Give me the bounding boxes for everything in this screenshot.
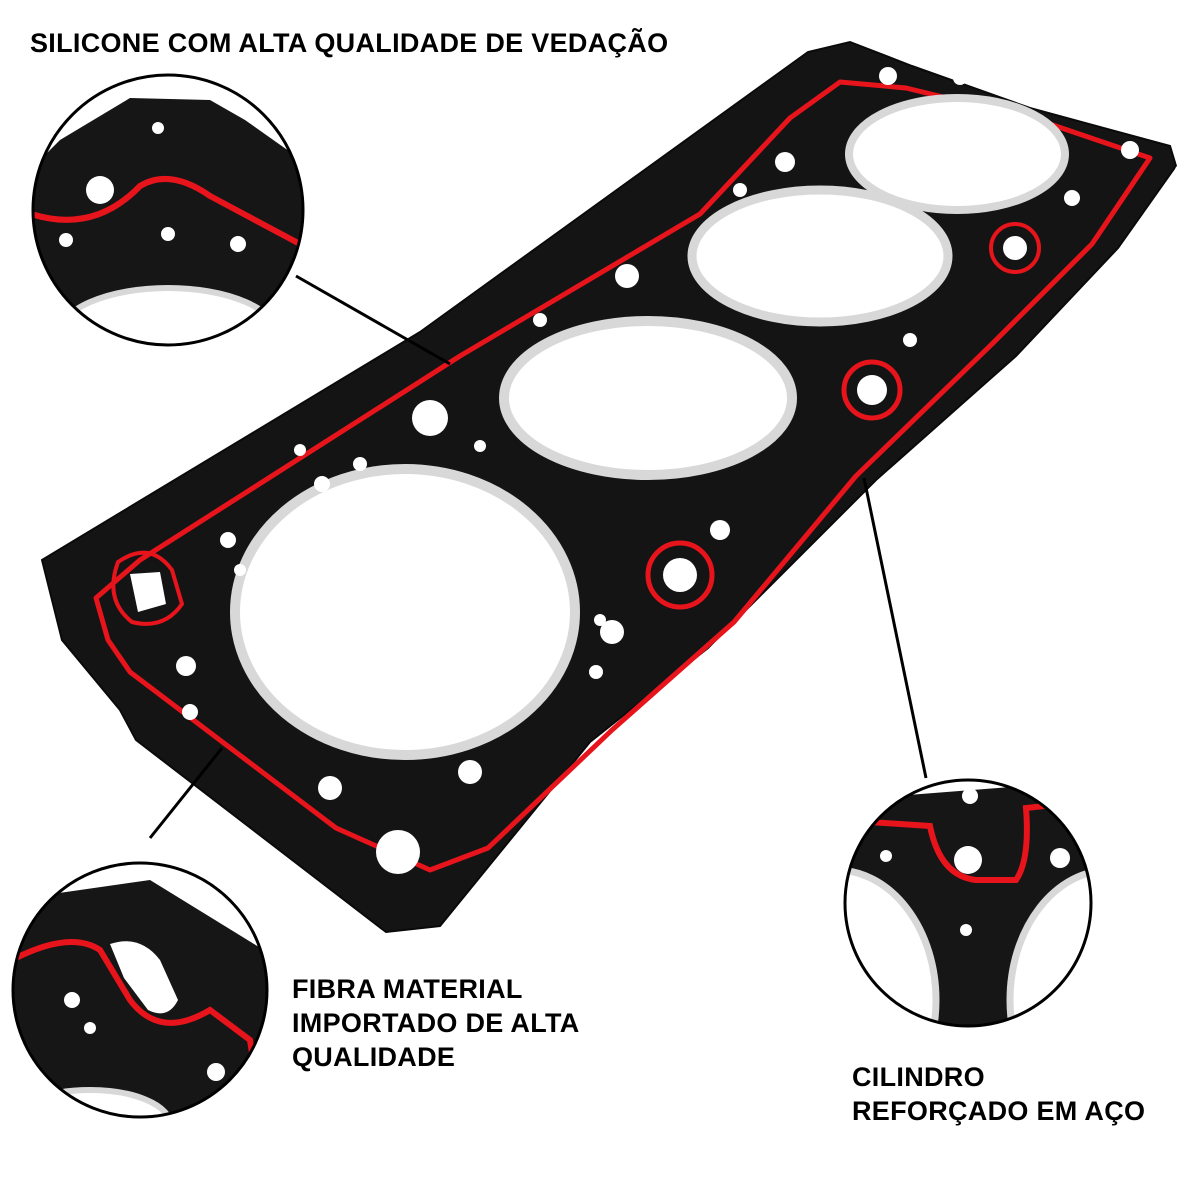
sealed-passages xyxy=(111,222,1041,626)
callout-silicone-detail xyxy=(31,73,305,347)
leader-right xyxy=(862,477,928,779)
cylinder-1 xyxy=(230,464,580,760)
head-gasket xyxy=(40,40,1185,934)
caption-fiber-line: IMPORTADO DE ALTA xyxy=(292,1008,580,1038)
leader-left xyxy=(148,747,224,839)
caption-steel-ring: CILINDRO REFORÇADO EM AÇO xyxy=(852,1060,1145,1128)
cylinder-4 xyxy=(845,94,1069,214)
cylinder-2 xyxy=(499,316,797,480)
caption-fiber-line: FIBRA MATERIAL xyxy=(292,974,523,1004)
caption-steel-line: CILINDRO xyxy=(852,1062,985,1092)
caption-fiber-line: QUALIDADE xyxy=(292,1042,456,1072)
caption-steel-line: REFORÇADO EM AÇO xyxy=(852,1096,1146,1126)
bolt-holes xyxy=(176,67,1185,874)
callout-steel-ring-detail xyxy=(843,778,1093,1028)
leader-top xyxy=(295,274,451,366)
cylinder-3 xyxy=(687,185,953,327)
callout-lines xyxy=(148,274,928,839)
cylinder-bores xyxy=(230,94,1069,760)
caption-fiber: FIBRA MATERIAL IMPORTADO DE ALTA QUALIDA… xyxy=(292,972,580,1074)
silicone-seal xyxy=(93,79,1153,873)
caption-silicone: SILICONE COM ALTA QUALIDADE DE VEDAÇÃO xyxy=(30,28,669,58)
callout-fiber-detail xyxy=(11,861,269,1119)
